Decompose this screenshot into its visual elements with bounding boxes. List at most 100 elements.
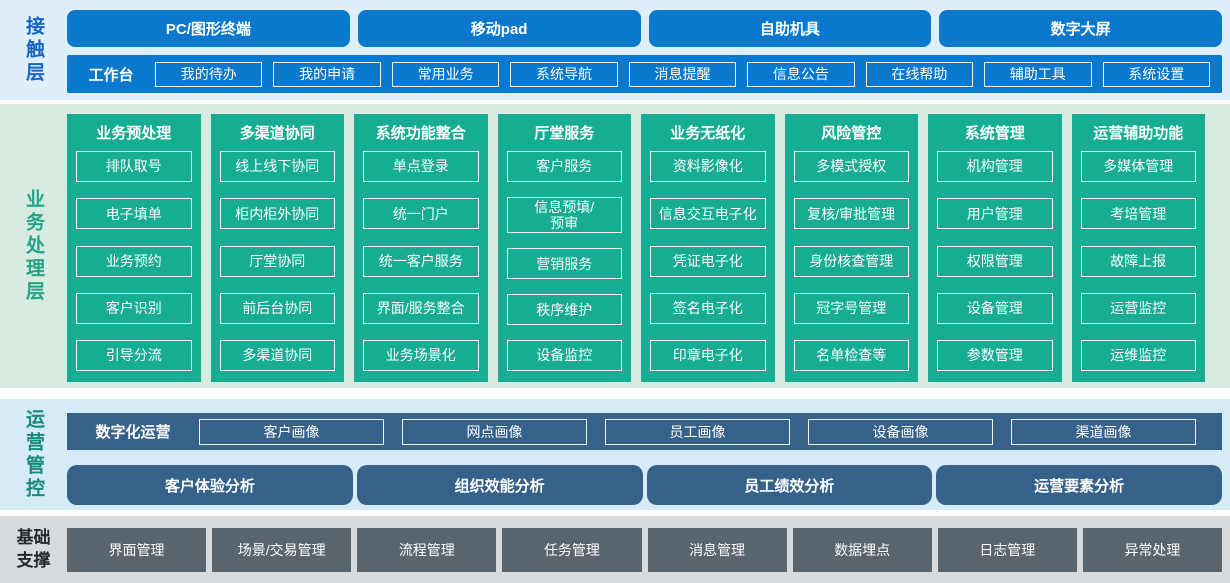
- channel-item[interactable]: 移动pad: [357, 10, 641, 47]
- workbench-item[interactable]: 我的待办: [155, 61, 263, 87]
- business-item[interactable]: 界面/服务整合: [363, 292, 479, 324]
- business-item[interactable]: 业务场景化: [363, 340, 479, 371]
- foundation-item[interactable]: 异常处理: [1082, 528, 1222, 572]
- workbench-item[interactable]: 消息提醒: [628, 61, 737, 87]
- business-item[interactable]: 信息交互电子化: [650, 198, 766, 230]
- business-column: 业务无纸化资料影像化信息交互电子化凭证电子化签名电子化印章电子化: [641, 114, 775, 382]
- business-item[interactable]: 机构管理: [937, 151, 1053, 182]
- analysis-item[interactable]: 运营要素分析: [936, 465, 1222, 505]
- workbench-item[interactable]: 在线帮助: [865, 61, 974, 87]
- business-column-title: 系统功能整合: [375, 125, 466, 142]
- business-item[interactable]: 复核/审批管理: [793, 198, 909, 230]
- business-item[interactable]: 线上线下协同: [219, 151, 335, 182]
- business-column: 系统功能整合单点登录统一门户统一客户服务界面/服务整合业务场景化: [354, 114, 488, 382]
- business-item[interactable]: 印章电子化: [650, 340, 766, 371]
- analysis-item[interactable]: 客户体验分析: [67, 465, 353, 505]
- workbench-label: 工作台: [88, 66, 134, 84]
- contact-layer-label-col: 接触层: [0, 0, 67, 100]
- business-item[interactable]: 电子填单: [76, 198, 192, 230]
- business-column: 厅堂服务客户服务信息预填/ 预审营销服务秩序维护设备监控: [497, 114, 631, 382]
- business-layer-label: 业务处理层: [23, 188, 44, 304]
- business-item[interactable]: 考培管理: [1080, 198, 1196, 230]
- workbench-item[interactable]: 辅助工具: [984, 61, 1092, 87]
- business-column-items: 单点登录统一门户统一客户服务界面/服务整合业务场景化: [363, 151, 479, 371]
- business-item[interactable]: 故障上报: [1080, 245, 1196, 277]
- business-column-title: 多渠道协同: [239, 125, 315, 142]
- channel-item[interactable]: 数字大屏: [939, 10, 1222, 47]
- business-item[interactable]: 柜内柜外协同: [219, 198, 335, 230]
- digital-operations-bar: 数字化运营 客户画像网点画像员工画像设备画像渠道画像: [67, 413, 1222, 450]
- contact-layer-label: 接触层: [23, 15, 44, 85]
- business-item[interactable]: 资料影像化: [650, 151, 766, 182]
- business-item[interactable]: 多媒体管理: [1080, 151, 1196, 182]
- digital-operations-item[interactable]: 客户画像: [199, 418, 384, 445]
- channel-item[interactable]: PC/图形终端: [67, 10, 350, 47]
- business-item[interactable]: 运维监控: [1080, 340, 1196, 371]
- business-item[interactable]: 排队取号: [76, 151, 192, 182]
- business-item[interactable]: 信息预填/ 预审: [506, 196, 622, 234]
- business-item[interactable]: 引导分流: [76, 340, 192, 371]
- business-item[interactable]: 前后台协同: [219, 292, 335, 324]
- business-column: 运营辅助功能多媒体管理考培管理故障上报运营监控运维监控: [1071, 114, 1205, 382]
- operations-layer-body: 数字化运营 客户画像网点画像员工画像设备画像渠道画像 客户体验分析组织效能分析员…: [67, 399, 1230, 510]
- business-item[interactable]: 客户服务: [506, 151, 622, 182]
- business-item[interactable]: 统一客户服务: [363, 245, 479, 277]
- business-item[interactable]: 用户管理: [937, 198, 1053, 230]
- business-column-items: 客户服务信息预填/ 预审营销服务秩序维护设备监控: [506, 151, 622, 371]
- foundation-item[interactable]: 日志管理: [937, 528, 1077, 572]
- foundation-item[interactable]: 数据埋点: [792, 528, 932, 572]
- business-item[interactable]: 冠字号管理: [793, 292, 909, 324]
- business-item[interactable]: 统一门户: [363, 198, 479, 230]
- digital-operations-item[interactable]: 设备画像: [808, 418, 993, 445]
- business-item[interactable]: 业务预约: [76, 245, 192, 277]
- business-item[interactable]: 运营监控: [1080, 292, 1196, 324]
- business-item[interactable]: 设备管理: [937, 292, 1053, 324]
- business-item[interactable]: 营销服务: [506, 248, 622, 280]
- analysis-item[interactable]: 员工绩效分析: [646, 465, 933, 505]
- foundation-row: 界面管理场景/交易管理流程管理任务管理消息管理数据埋点日志管理异常处理: [67, 516, 1230, 583]
- foundation-item[interactable]: 流程管理: [357, 528, 497, 572]
- foundation-item[interactable]: 消息管理: [647, 528, 787, 572]
- workbench-item[interactable]: 我的申请: [273, 61, 381, 87]
- foundation-item[interactable]: 场景/交易管理: [212, 528, 352, 572]
- business-item[interactable]: 设备监控: [506, 340, 622, 371]
- business-item[interactable]: 名单检查等: [793, 340, 909, 371]
- digital-operations-item[interactable]: 员工画像: [605, 418, 790, 445]
- business-item[interactable]: 厅堂协同: [219, 245, 335, 277]
- foundation-item[interactable]: 界面管理: [67, 528, 207, 572]
- digital-operations-item[interactable]: 网点画像: [402, 418, 587, 445]
- workbench-item[interactable]: 系统导航: [510, 61, 618, 87]
- business-item[interactable]: 权限管理: [937, 245, 1053, 277]
- business-item[interactable]: 秩序维护: [506, 294, 622, 326]
- business-column-items: 多媒体管理考培管理故障上报运营监控运维监控: [1080, 151, 1196, 371]
- workbench-item[interactable]: 信息公告: [747, 61, 855, 87]
- business-layer: 业务处理层 业务预处理排队取号电子填单业务预约客户识别引导分流多渠道协同线上线下…: [0, 104, 1230, 388]
- business-item[interactable]: 多渠道协同: [219, 340, 335, 371]
- digital-operations-item[interactable]: 渠道画像: [1011, 418, 1196, 445]
- business-item[interactable]: 参数管理: [937, 340, 1053, 371]
- operations-layer: 运营管控 数字化运营 客户画像网点画像员工画像设备画像渠道画像 客户体验分析组织…: [0, 399, 1230, 510]
- business-item[interactable]: 凭证电子化: [650, 245, 766, 277]
- business-column-title: 风险管控: [821, 125, 882, 142]
- analysis-item[interactable]: 组织效能分析: [356, 465, 643, 505]
- business-column-items: 资料影像化信息交互电子化凭证电子化签名电子化印章电子化: [650, 151, 766, 371]
- workbench-bar: 工作台 我的待办我的申请常用业务系统导航消息提醒信息公告在线帮助辅助工具系统设置: [67, 55, 1222, 93]
- foundation-layer: 基础支撑 界面管理场景/交易管理流程管理任务管理消息管理数据埋点日志管理异常处理: [0, 516, 1230, 583]
- operations-layer-label: 运营管控: [23, 408, 44, 501]
- business-column-title: 业务预处理: [96, 125, 172, 142]
- business-item[interactable]: 多模式授权: [793, 151, 909, 182]
- business-item[interactable]: 签名电子化: [650, 292, 766, 324]
- business-column-items: 多模式授权复核/审批管理身份核查管理冠字号管理名单检查等: [793, 151, 909, 371]
- business-column-items: 机构管理用户管理权限管理设备管理参数管理: [937, 151, 1053, 371]
- business-column-items: 线上线下协同柜内柜外协同厅堂协同前后台协同多渠道协同: [219, 151, 335, 371]
- foundation-item[interactable]: 任务管理: [502, 528, 642, 572]
- workbench-item[interactable]: 系统设置: [1102, 61, 1210, 87]
- business-item[interactable]: 客户识别: [76, 292, 192, 324]
- channel-item[interactable]: 自助机具: [648, 10, 932, 47]
- workbench-item[interactable]: 常用业务: [391, 61, 500, 87]
- business-item[interactable]: 单点登录: [363, 151, 479, 182]
- business-item[interactable]: 身份核查管理: [793, 245, 909, 277]
- business-column: 风险管控多模式授权复核/审批管理身份核查管理冠字号管理名单检查等: [784, 114, 918, 382]
